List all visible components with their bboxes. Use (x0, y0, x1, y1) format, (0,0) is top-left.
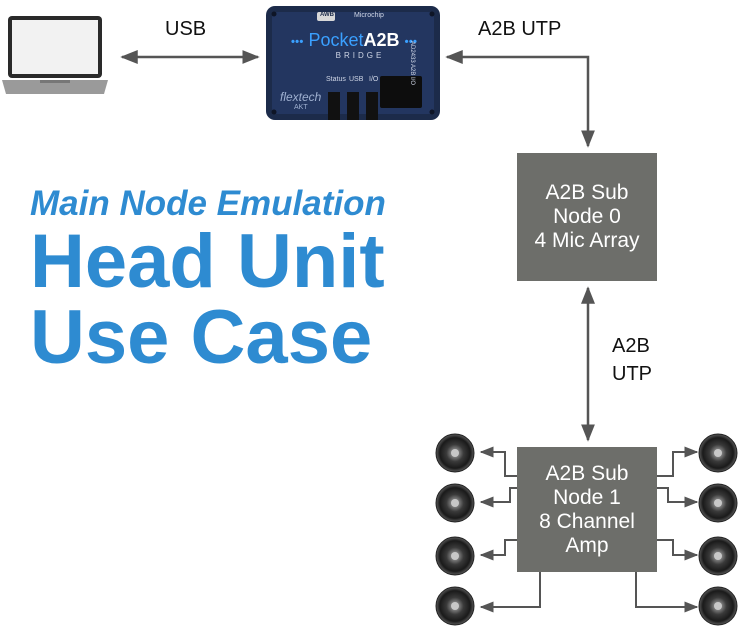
a2b-utp-mid-line1: A2B (612, 335, 650, 357)
device-maker: flextech (280, 90, 322, 104)
device-brand-prefix: Pocket (308, 30, 364, 50)
speaker-icon (698, 483, 738, 523)
sub-node-1-line3: 8 Channel (539, 509, 635, 533)
a2b-utp-connection-top (445, 50, 595, 148)
device-brand-sub: BRIDGE (335, 51, 385, 60)
a2b-utp-top-label: A2B UTP (478, 18, 562, 40)
headline-title-line2: Use Case (30, 295, 373, 380)
speaker-icon (698, 433, 738, 473)
device-dots-left: ••• (290, 34, 304, 49)
device-screws (271, 11, 435, 115)
sub-node-1-line2: Node 1 (553, 485, 621, 509)
device-side-text: AD2433 A2B I/O (409, 40, 416, 86)
sub-node-0-line2: Node 0 (553, 205, 621, 228)
sub-node-1-line1: A2B Sub (545, 461, 629, 485)
speaker-icon (698, 586, 738, 626)
sub-node-1-label: A2B Sub Node 1 8 Channel Amp (539, 462, 635, 558)
speaker-icon (435, 586, 475, 626)
sub-node-1-line4: Amp (565, 533, 609, 557)
speaker-icon (435, 433, 475, 473)
sub-node-0-line3: 4 Mic Array (534, 229, 640, 252)
device-port-usb: USB (349, 76, 364, 83)
sub-node-1: A2B Sub Node 1 8 Channel Amp (517, 447, 657, 572)
sub-node-0-label: A2B Sub Node 0 4 Mic Array (534, 181, 639, 253)
device-vendor: Microchip (354, 12, 384, 19)
device-port-status: Status (326, 76, 346, 83)
pocket-a2b-bridge-device (266, 6, 440, 120)
device-brand: ••• PocketA2B ••• (280, 30, 428, 51)
sub-node-0: A2B Sub Node 0 4 Mic Array (517, 153, 657, 281)
device-maker-sub: AKT (294, 104, 308, 111)
laptop-icon (2, 16, 108, 94)
headline-subtitle: Main Node Emulation (30, 184, 386, 223)
headline-title: Head Unit Use Case (30, 224, 385, 376)
headline-title-line1: Head Unit (30, 219, 385, 304)
speaker-icon (435, 536, 475, 576)
speaker-icon (435, 483, 475, 523)
a2b-utp-mid-line2: UTP (612, 363, 652, 385)
device-brand-suffix: A2B (363, 30, 400, 50)
sub-node-0-line1: A2B Sub (545, 181, 629, 204)
speaker-wiring (479, 446, 699, 613)
speaker-icon (698, 536, 738, 576)
usb-label: USB (165, 18, 207, 40)
device-dots-right: ••• (404, 34, 418, 49)
device-port-io: I/O (369, 76, 379, 83)
a2b-utp-mid-label: A2B UTP (612, 332, 652, 388)
device-badge: AWB (320, 12, 334, 18)
